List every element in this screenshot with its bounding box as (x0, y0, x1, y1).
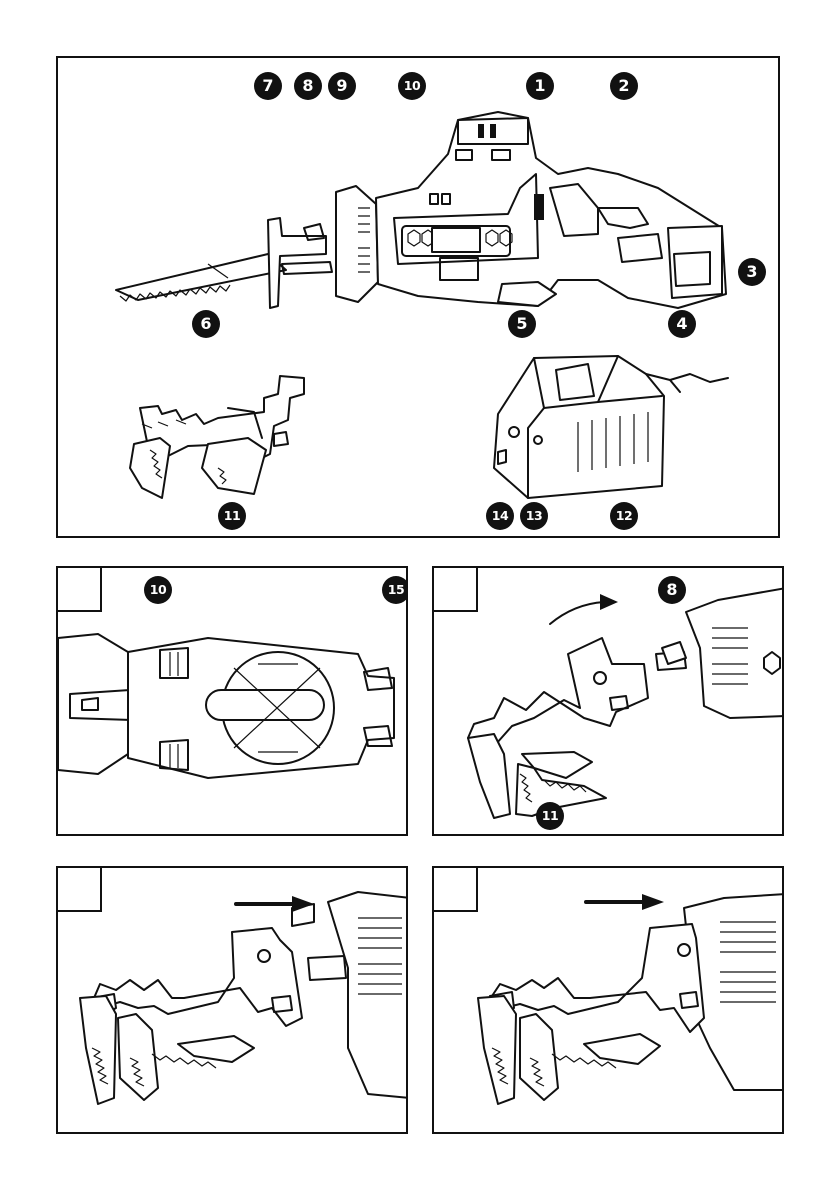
battery-charger-icon (494, 356, 728, 498)
callout-2: 2 (610, 72, 638, 100)
panel-shoe-seated (432, 866, 784, 1134)
callout-4: 4 (668, 310, 696, 338)
callout-12: 12 (610, 502, 638, 530)
panel-insert-shoe (56, 866, 408, 1134)
callout-5: 5 (508, 310, 536, 338)
callout-6: 6 (192, 310, 220, 338)
shoe-attachment-icon (130, 376, 304, 498)
attach-shoe-drawing (434, 568, 784, 836)
shoe-attachment-icon (478, 924, 704, 1104)
callout-11: 11 (218, 502, 246, 530)
direction-arrow-icon (236, 896, 314, 912)
panel-top-view: 10 15 (56, 566, 408, 836)
direction-arrow-icon (586, 894, 664, 910)
shoe-attachment-icon (468, 638, 648, 818)
insert-shoe-drawing (58, 868, 408, 1134)
callout-8: 8 (294, 72, 322, 100)
shoe-icon (268, 218, 332, 308)
reciprocating-saw-icon (308, 892, 408, 1098)
callout-3: 3 (738, 258, 766, 286)
shoe-seated-drawing (434, 868, 784, 1134)
callout-9: 9 (328, 72, 356, 100)
callout-14: 14 (486, 502, 514, 530)
overview-drawing (58, 58, 780, 538)
callout-10: 10 (144, 576, 172, 604)
callout-15: 15 (382, 576, 408, 604)
direction-arrow-icon (550, 594, 618, 624)
reciprocating-saw-icon (58, 634, 394, 778)
shoe-attachment-icon (80, 904, 314, 1104)
callout-10: 10 (398, 72, 426, 100)
callout-7: 7 (254, 72, 282, 100)
reciprocating-saw-icon (336, 112, 726, 308)
reciprocating-saw-icon (656, 588, 784, 718)
callout-1: 1 (526, 72, 554, 100)
callout-11: 11 (536, 802, 564, 830)
panel-attach-shoe: 8 11 (432, 566, 784, 836)
overview-panel: 7 8 9 10 1 2 3 4 5 6 11 14 13 12 (56, 56, 780, 538)
callout-13: 13 (520, 502, 548, 530)
callout-8: 8 (658, 576, 686, 604)
top-view-drawing (58, 568, 408, 836)
saw-blade-icon (116, 254, 286, 301)
